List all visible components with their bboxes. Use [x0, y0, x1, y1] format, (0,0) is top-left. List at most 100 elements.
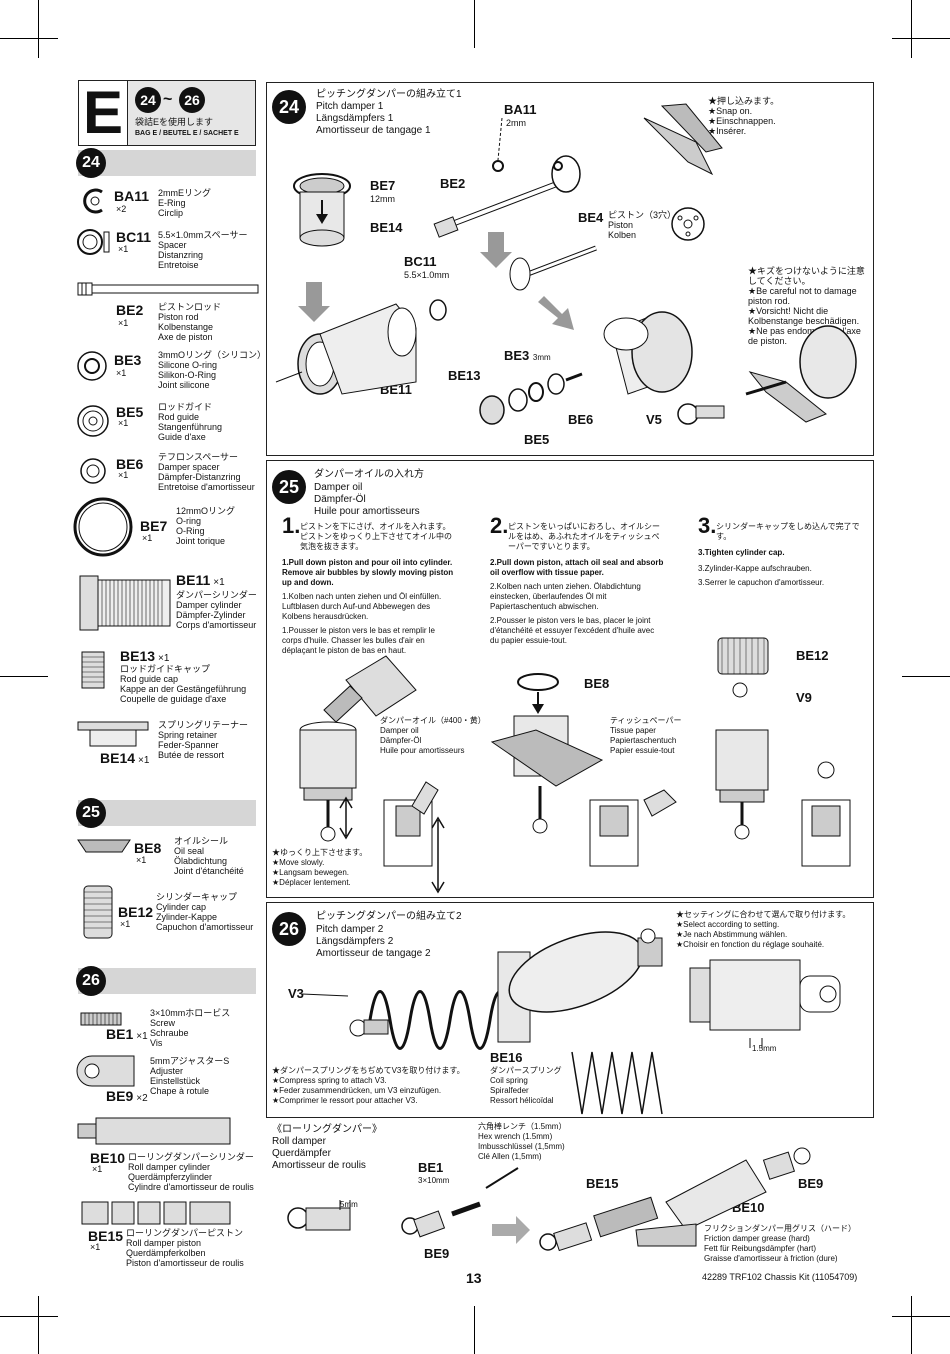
step26-title-fr: Amortisseur de tangage 2: [316, 948, 431, 959]
step25-title-en: Damper oil: [314, 482, 363, 493]
roll-label-be9-left: BE9: [424, 1246, 450, 1261]
step26-title-jp: ピッチングダンパーの組み立て2: [316, 911, 462, 922]
step24-label-be14: BE14: [370, 220, 403, 235]
crop-mark: [892, 38, 950, 39]
roll-damper-drawing: [287, 1147, 811, 1252]
step24-label-be2: BE2: [440, 176, 466, 191]
roll-label-be9-right: BE9: [798, 1176, 824, 1191]
crop-mark: [0, 676, 48, 677]
step25-s3-fr: 3.Serrer le capuchon d'amortisseur.: [698, 578, 825, 587]
piston-drawing: [671, 207, 705, 241]
step26-spring-drawing: [301, 928, 841, 1115]
careful-assembly-drawing: [745, 325, 857, 423]
step25-s3-de: 3.Zylinder-Kappe aufschrauben.: [698, 564, 812, 573]
step24-label-be13: BE13: [448, 368, 481, 383]
step25-s3-jp: シリンダーキャップをしめ込んで完了です。: [716, 522, 860, 541]
step25-label-v9: V9: [796, 690, 812, 705]
bag-letter: E: [79, 81, 128, 145]
step24-title-jp: ピッチングダンパーの組み立て1: [316, 89, 462, 100]
damper-cylinder-drawing: [275, 303, 417, 395]
step24-title-de: Längsdämpfers 1: [316, 113, 394, 124]
hollow-screw-icon: [80, 1012, 122, 1026]
part-ba11-code: BA11: [114, 188, 150, 204]
step25-s2-de: 2.Kolben nach unten ziehen. Ölabdichtung…: [490, 582, 641, 611]
step25-s2-fr: 2.Pousser le piston vers le bas, placer …: [490, 616, 655, 645]
step26-dim-15: 1.5mm: [752, 1044, 777, 1053]
bag-header: E 24 ~ 26 袋詰Eを使用します BAG E / BEUTEL E / S…: [78, 80, 256, 146]
step24-label-be6: BE6: [568, 412, 594, 427]
part-be8-qty: ×1: [136, 855, 147, 865]
crop-mark: [474, 0, 475, 48]
step24-label-be7: BE7: [370, 178, 396, 193]
part-be5-desc: ロッドガイド Rod guide Stangenführung Guide d'…: [158, 402, 223, 442]
roll-damper-title: 《ローリングダンパー》 Roll damper Querdämpfer Amor…: [272, 1124, 382, 1171]
damper-cylinder-icon: [79, 575, 171, 631]
spacer-icon: [77, 229, 110, 255]
part-ba11-qty: ×2: [116, 204, 127, 214]
part-be9-code: BE9×2: [106, 1088, 148, 1104]
part-be2-desc: ピストンロッド Piston rod Kolbenstange Axe de p…: [158, 302, 222, 342]
page-number: 13: [466, 1270, 482, 1286]
part-be13-desc: ロッドガイドキャップ Rod guide cap Kappe an der Ge…: [120, 664, 247, 704]
part-be14-code: BE14×1: [100, 750, 150, 766]
part-be7-desc: 12mmOリング O-ring O-Ring Joint torique: [176, 506, 236, 546]
part-be5-code: BE5: [116, 404, 144, 420]
step24-label-ba11-size: 2mm: [506, 118, 526, 128]
step24-label-ba11: BA11: [504, 102, 537, 117]
step25-title-de: Dämpfer-Öl: [314, 494, 366, 505]
step25-s1-de: 1.Kolben nach unten ziehen und Öl einfül…: [282, 592, 442, 621]
step25-s2-num: 2.: [490, 513, 509, 538]
part-bc11-code: BC11: [116, 229, 152, 245]
part-be1-code: BE1×1: [106, 1026, 148, 1042]
step26-label-be16: BE16: [490, 1050, 523, 1065]
step24-label-be7-size: 12mm: [370, 194, 396, 204]
step24-title-en: Pitch damper 1: [316, 101, 384, 112]
crop-mark: [0, 38, 58, 39]
bag-label-jp: 袋詰Eを使用します: [135, 117, 214, 127]
cylinder-assembly-drawing: [603, 311, 693, 395]
crop-mark: [0, 1316, 58, 1317]
step-range-end: 26: [179, 87, 205, 113]
step24-label-bc11: BC11: [404, 254, 437, 269]
step24-label-bc11-size: 5.5×1.0mm: [404, 270, 450, 280]
part-bc11-qty: ×1: [118, 244, 129, 254]
part-be15-desc: ローリングダンパーピストン Roll damper piston Querdäm…: [126, 1228, 244, 1268]
step25-oil-drawing: [299, 637, 851, 894]
part-be10-desc: ローリングダンパーシリンダー Roll damper cylinder Quer…: [128, 1152, 254, 1192]
step25-s2-jp: ピストンをいっぱいにおろし、オイルシールをはめ、あふれたオイルをティッシュペーパ…: [508, 522, 660, 551]
part-bc11-desc: 5.5×1.0mmスペーサー Spacer Distanzring Entret…: [158, 230, 248, 270]
part-be13-code: BE13×1: [120, 648, 170, 664]
step24-title-fr: Amortisseur de tangage 1: [316, 125, 431, 136]
roll-label-be15: BE15: [586, 1176, 619, 1191]
spring-retainer-icon: [77, 721, 149, 747]
step25-slow-note: ★ゆっくり上下させます。 ★Move slowly. ★Langsam bewe…: [272, 848, 368, 887]
part-be3-qty: ×1: [116, 368, 127, 378]
step25-s1-fr: 1.Pousser le piston vers le bas et rempl…: [282, 626, 435, 655]
part-be5-qty: ×1: [118, 418, 129, 428]
step26-title-en: Pitch damper 2: [316, 924, 384, 935]
damper-spacer-icon: [80, 458, 106, 484]
part-be7-qty: ×1: [142, 533, 153, 543]
part-be10-code: BE10: [90, 1150, 126, 1166]
bag-label-multi: BAG E / BEUTEL E / SACHET E: [135, 130, 239, 137]
step24-label-v5: V5: [646, 412, 662, 427]
section-badge-26: 26: [76, 966, 106, 996]
roll-dim-5: 5mm: [340, 1200, 358, 1209]
part-be1-desc: 3×10mmホロービス Screw Schraube Vis: [150, 1008, 231, 1048]
part-be10-qty: ×1: [92, 1164, 103, 1174]
piston-rod-icon: [77, 282, 259, 296]
part-be3-desc: 3mmOリング（シリコン） Silicone O-ring Silikon-O-…: [158, 350, 267, 390]
part-be12-qty: ×1: [120, 919, 131, 929]
part-be3-code: BE3: [114, 352, 142, 368]
step25-s3-en: 3.Tighten cylinder cap.: [698, 548, 785, 557]
step25-oil-label: ダンパーオイル（#400・黄） Damper oil Dämpfer-Öl Hu…: [380, 716, 486, 755]
roll-damper-piston-icon: [81, 1201, 231, 1225]
piston-rod-drawing: [433, 117, 581, 238]
crop-mark: [902, 676, 950, 677]
step26-setting-note: ★セッティングに合わせて選んで取り付けます。 ★Select according…: [676, 910, 851, 949]
section-badge-25: 25: [76, 798, 106, 828]
part-be6-desc: テフロンスペーサー Damper spacer Dämpfer-Distanzr…: [158, 452, 255, 492]
part-be12-code: BE12: [118, 904, 154, 920]
crop-mark: [38, 1296, 39, 1354]
grease-tube-drawing: [635, 1223, 697, 1247]
